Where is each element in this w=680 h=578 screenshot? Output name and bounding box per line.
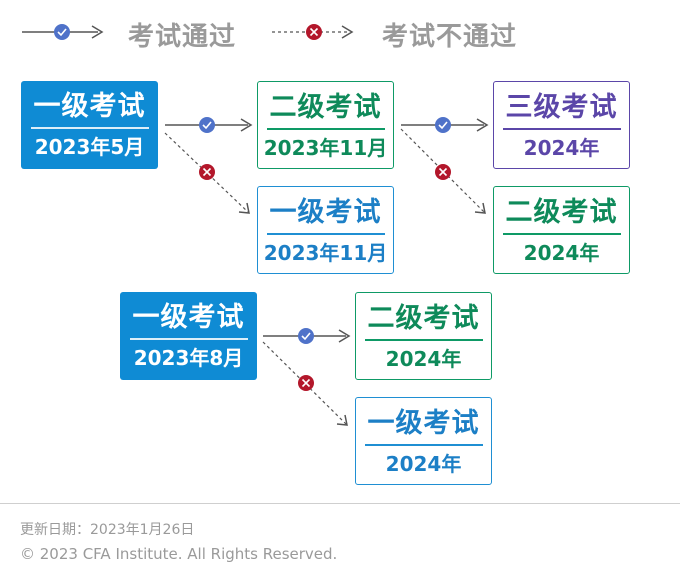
flow-arrows bbox=[164, 117, 489, 426]
exam-date: 2024年 bbox=[523, 240, 600, 265]
flow2-fail-box: 二级考试 2024年 bbox=[493, 186, 630, 274]
exam-level: 三级考试 bbox=[505, 92, 618, 123]
update-date: 更新日期：2023年1月26日 bbox=[20, 522, 195, 538]
box-divider bbox=[266, 128, 385, 130]
flow3-pass-arrow bbox=[263, 328, 351, 344]
box-divider bbox=[502, 128, 621, 130]
flow3-pass-box: 二级考试 2024年 bbox=[355, 292, 492, 380]
legend-pass-arrow bbox=[22, 24, 104, 40]
flow1-fail-arrow bbox=[164, 132, 250, 214]
exam-date: 2023年5月 bbox=[34, 134, 145, 159]
flow3-start-box: 一级考试 2023年8月 bbox=[120, 292, 257, 380]
box-divider bbox=[364, 444, 483, 446]
legend-fail-label: 考试不通过 bbox=[382, 22, 518, 52]
flow1-pass-arrow bbox=[165, 117, 253, 133]
check-circle-icon bbox=[435, 117, 451, 133]
box-divider bbox=[502, 233, 621, 235]
flow3-fail-box: 一级考试 2024年 bbox=[355, 397, 492, 485]
check-circle-icon bbox=[199, 117, 215, 133]
box-divider bbox=[364, 339, 483, 341]
exam-date: 2024年 bbox=[523, 135, 600, 160]
exam-level: 一级考试 bbox=[367, 408, 480, 439]
exam-date: 2024年 bbox=[385, 346, 462, 371]
legend: 考试通过 考试不通过 bbox=[20, 8, 660, 56]
box-divider bbox=[266, 233, 385, 235]
legend-pass-label: 考试通过 bbox=[128, 22, 237, 52]
flow1-start-box: 一级考试 2023年5月 bbox=[21, 81, 158, 169]
flow2-pass-box: 三级考试 2024年 bbox=[493, 81, 630, 169]
check-circle-icon bbox=[54, 24, 70, 40]
check-circle-icon bbox=[298, 328, 314, 344]
cross-circle-icon bbox=[306, 24, 322, 40]
exam-date: 2023年11月 bbox=[263, 240, 388, 265]
legend-fail-arrow bbox=[272, 24, 354, 40]
exam-level: 一级考试 bbox=[33, 91, 146, 122]
exam-level: 二级考试 bbox=[505, 197, 618, 228]
flow2-pass-arrow bbox=[401, 117, 489, 133]
copyright: © 2023 CFA Institute. All Rights Reserve… bbox=[20, 545, 338, 563]
footer-divider bbox=[0, 503, 680, 504]
box-divider bbox=[30, 127, 149, 129]
flow2-fail-arrow bbox=[400, 128, 486, 214]
exam-level: 一级考试 bbox=[269, 197, 382, 228]
flow3-fail-arrow bbox=[262, 341, 348, 426]
flow1-fail-box: 一级考试 2023年11月 bbox=[257, 186, 394, 274]
exam-level: 一级考试 bbox=[132, 302, 245, 333]
exam-date: 2024年 bbox=[385, 451, 462, 476]
box-divider bbox=[129, 338, 248, 340]
exam-date: 2023年11月 bbox=[263, 135, 388, 160]
flow1-pass-box: 二级考试 2023年11月 bbox=[257, 81, 394, 169]
exam-level: 二级考试 bbox=[269, 92, 382, 123]
exam-level: 二级考试 bbox=[367, 303, 480, 334]
exam-date: 2023年8月 bbox=[133, 345, 244, 370]
